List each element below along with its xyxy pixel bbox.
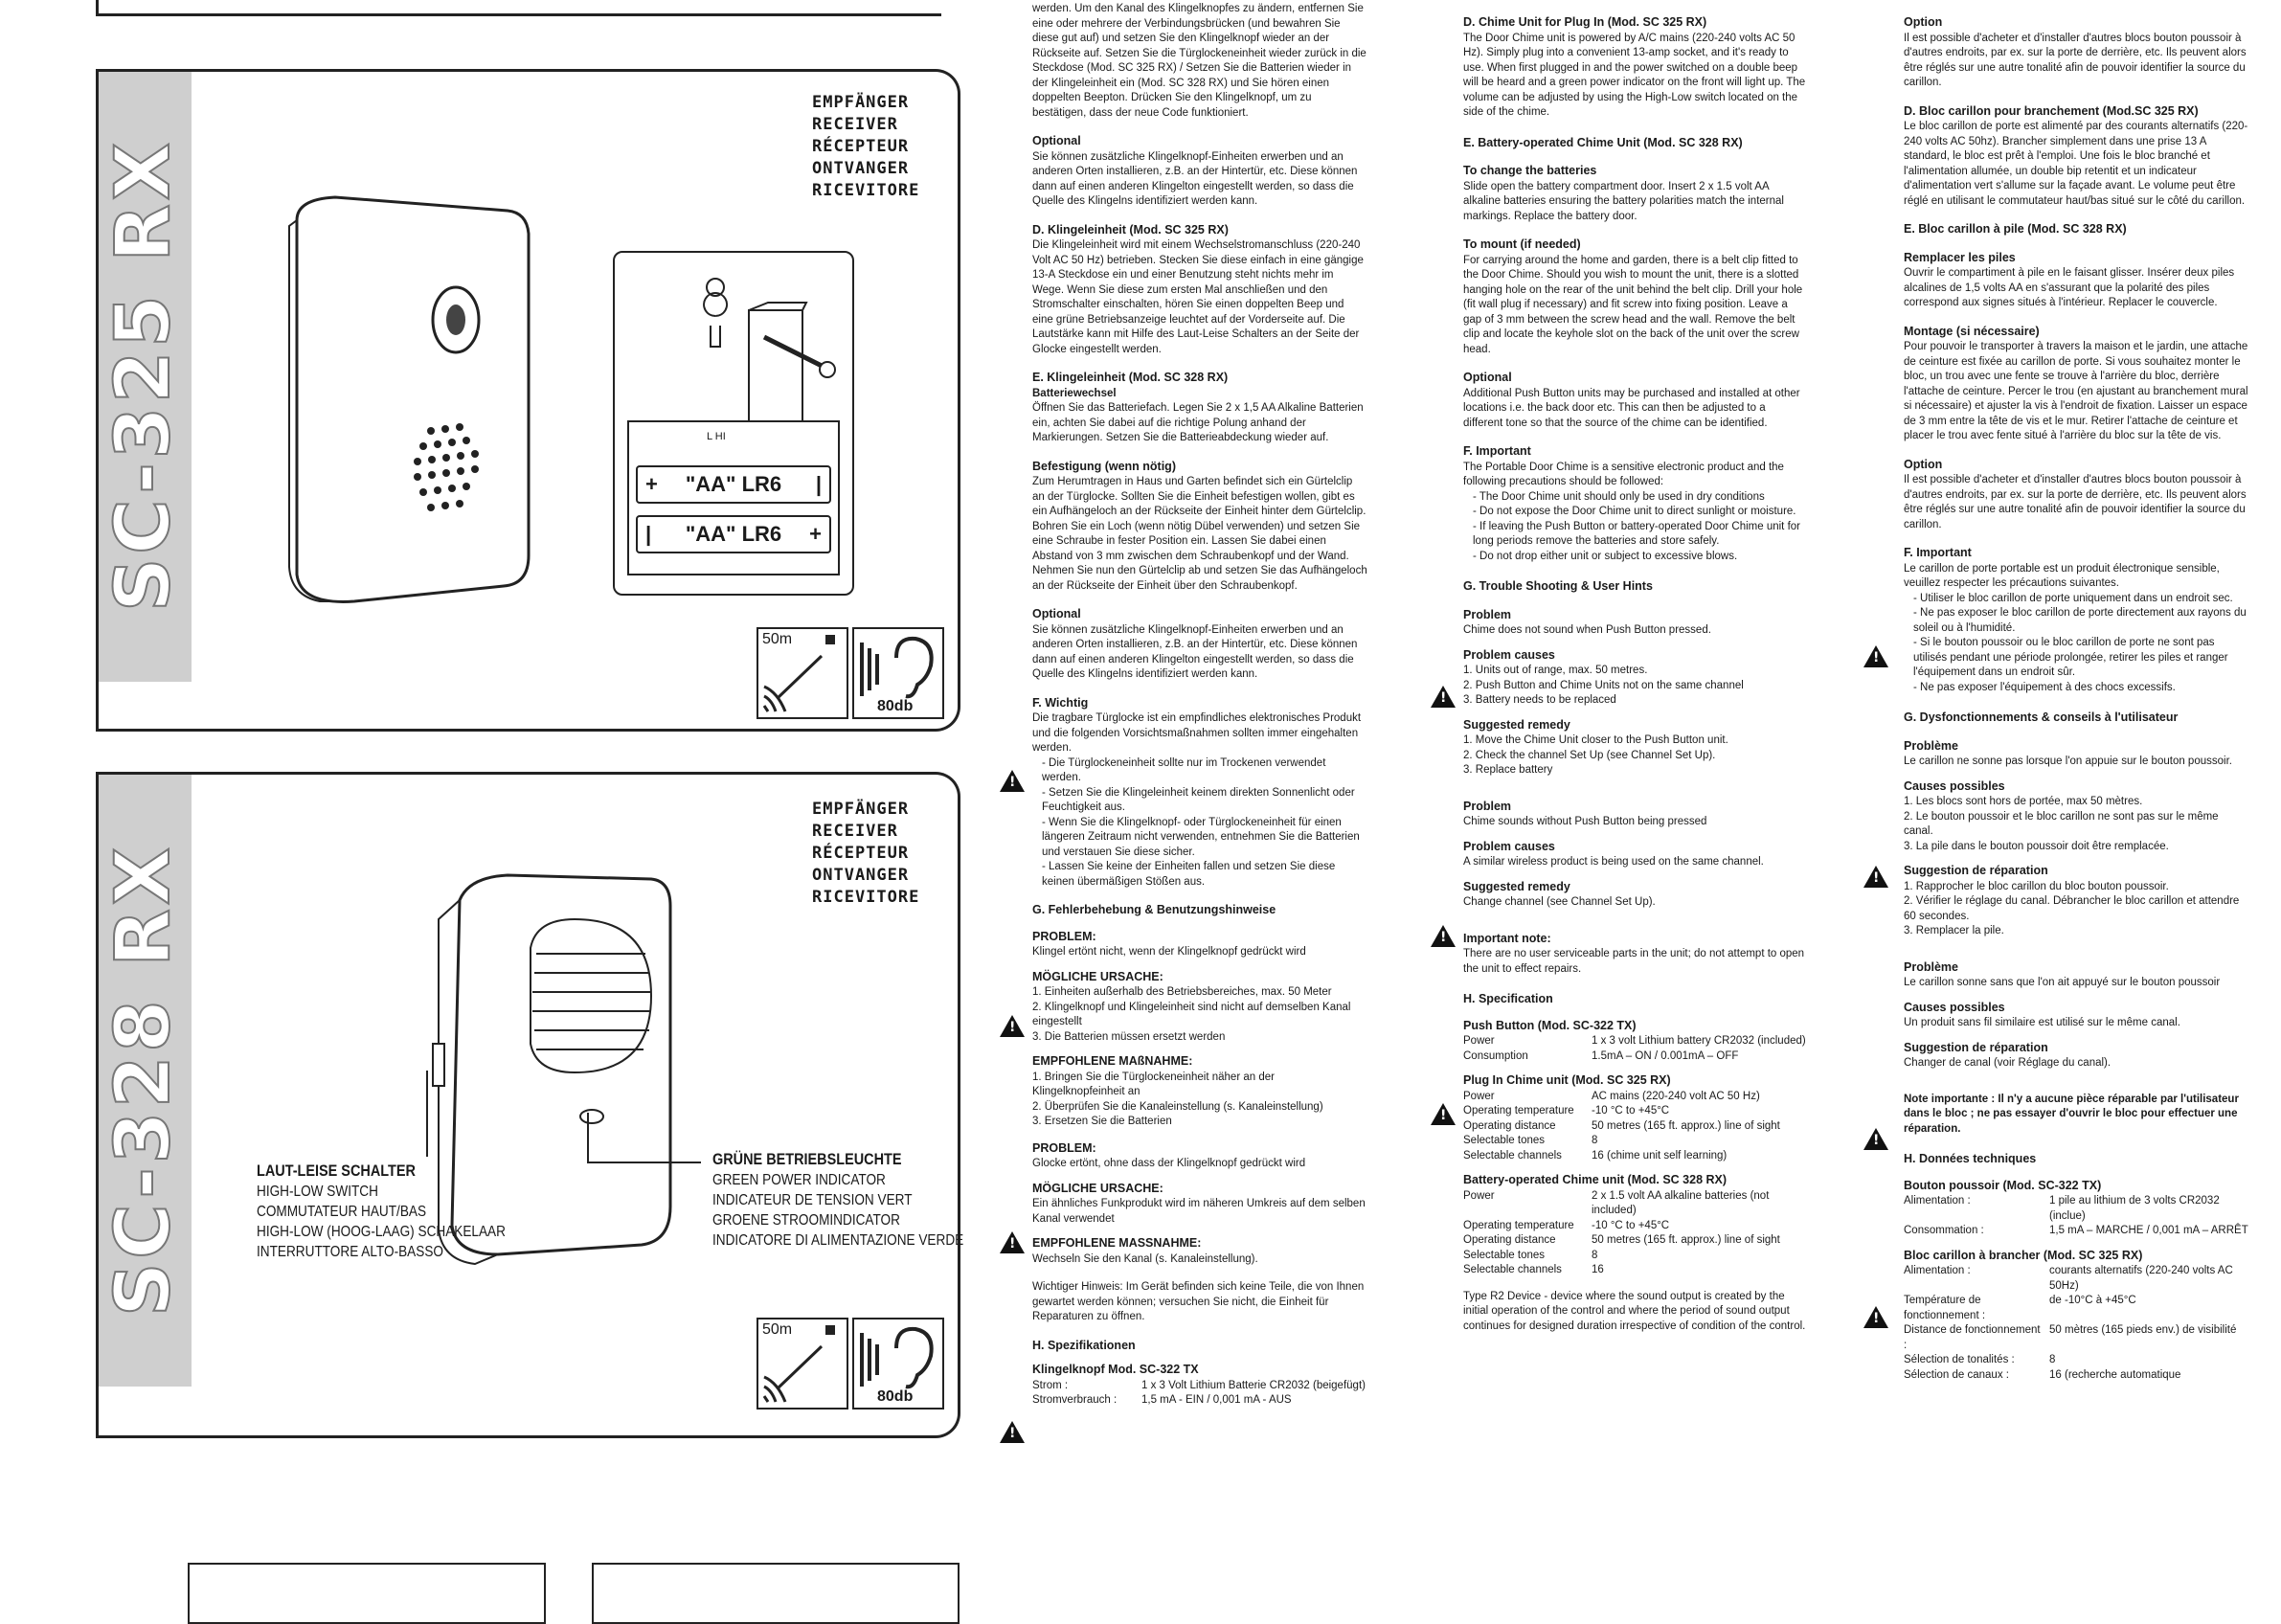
- panel-left-edge-2: [96, 772, 99, 1436]
- warning-icon: [1000, 1231, 1025, 1253]
- led-callout: GRÜNE BETRIEBSLEUCHTE GREEN POWER INDICA…: [712, 1150, 964, 1249]
- battery-1: +"AA" LR6|: [636, 465, 831, 504]
- panel-sc328: [96, 772, 960, 1438]
- panel-sc325: [96, 69, 960, 732]
- speaker-grille: [414, 423, 479, 511]
- bottom-box-right: [592, 1563, 960, 1624]
- volume-icon: 80db: [852, 1318, 944, 1410]
- power-led: [579, 1109, 604, 1124]
- volume-icon: 80db: [852, 627, 944, 719]
- german-column: werden. Um den Kanal des Klingelknopfes …: [1032, 3, 1367, 1406]
- warning-icon: [1431, 686, 1456, 708]
- panel-divider: [96, 0, 941, 16]
- receiver-labels-1: EMPFÄNGER RECEIVER RÉCEPTEUR ONTVANGER R…: [812, 93, 920, 200]
- warning-icon: [1863, 1128, 1888, 1150]
- receiver-labels-2: EMPFÄNGER RECEIVER RÉCEPTEUR ONTVANGER R…: [812, 800, 920, 907]
- warning-icon: [1863, 645, 1888, 667]
- plugin-chime-illustration: [288, 195, 531, 603]
- range-icon: 50m: [757, 627, 848, 719]
- french-column: Option Il est possible d'acheter et d'in…: [1904, 15, 2248, 1381]
- model-label-sc325: SC-325 RX: [96, 69, 192, 682]
- callout-lines: [426, 1071, 701, 1163]
- battery-compartment-illustration: L HI +"AA" LR6| |"AA" LR6+: [613, 251, 854, 596]
- range-icon: 50m: [757, 1318, 848, 1410]
- warning-icon: [1431, 1103, 1456, 1125]
- panel-left-edge: [96, 69, 99, 730]
- warning-icon: [1000, 1421, 1025, 1443]
- model-label-sc328: SC-328 RX: [96, 774, 192, 1387]
- warning-icon: [1000, 1015, 1025, 1037]
- english-column: D. Chime Unit for Plug In (Mod. SC 325 R…: [1463, 15, 1806, 1332]
- battery-2: |"AA" LR6+: [636, 515, 831, 553]
- warning-icon: [1863, 1306, 1888, 1328]
- warning-icon: [1863, 866, 1888, 888]
- spec-icons-1: 50m 80db: [757, 627, 944, 719]
- switch-callout: LAUT-LEISE SCHALTER HIGH-LOW SWITCH COMM…: [257, 1162, 506, 1260]
- warning-icon: [1000, 770, 1025, 792]
- battery-chime-illustration: [432, 873, 672, 1266]
- spec-icons-2: 50m 80db: [757, 1318, 944, 1410]
- warning-icon: [1431, 925, 1456, 947]
- high-low-switch: [432, 1043, 445, 1087]
- mounting-hardware: [627, 278, 840, 575]
- switch-marking: L HI: [707, 431, 726, 442]
- bottom-box-left: [188, 1563, 546, 1624]
